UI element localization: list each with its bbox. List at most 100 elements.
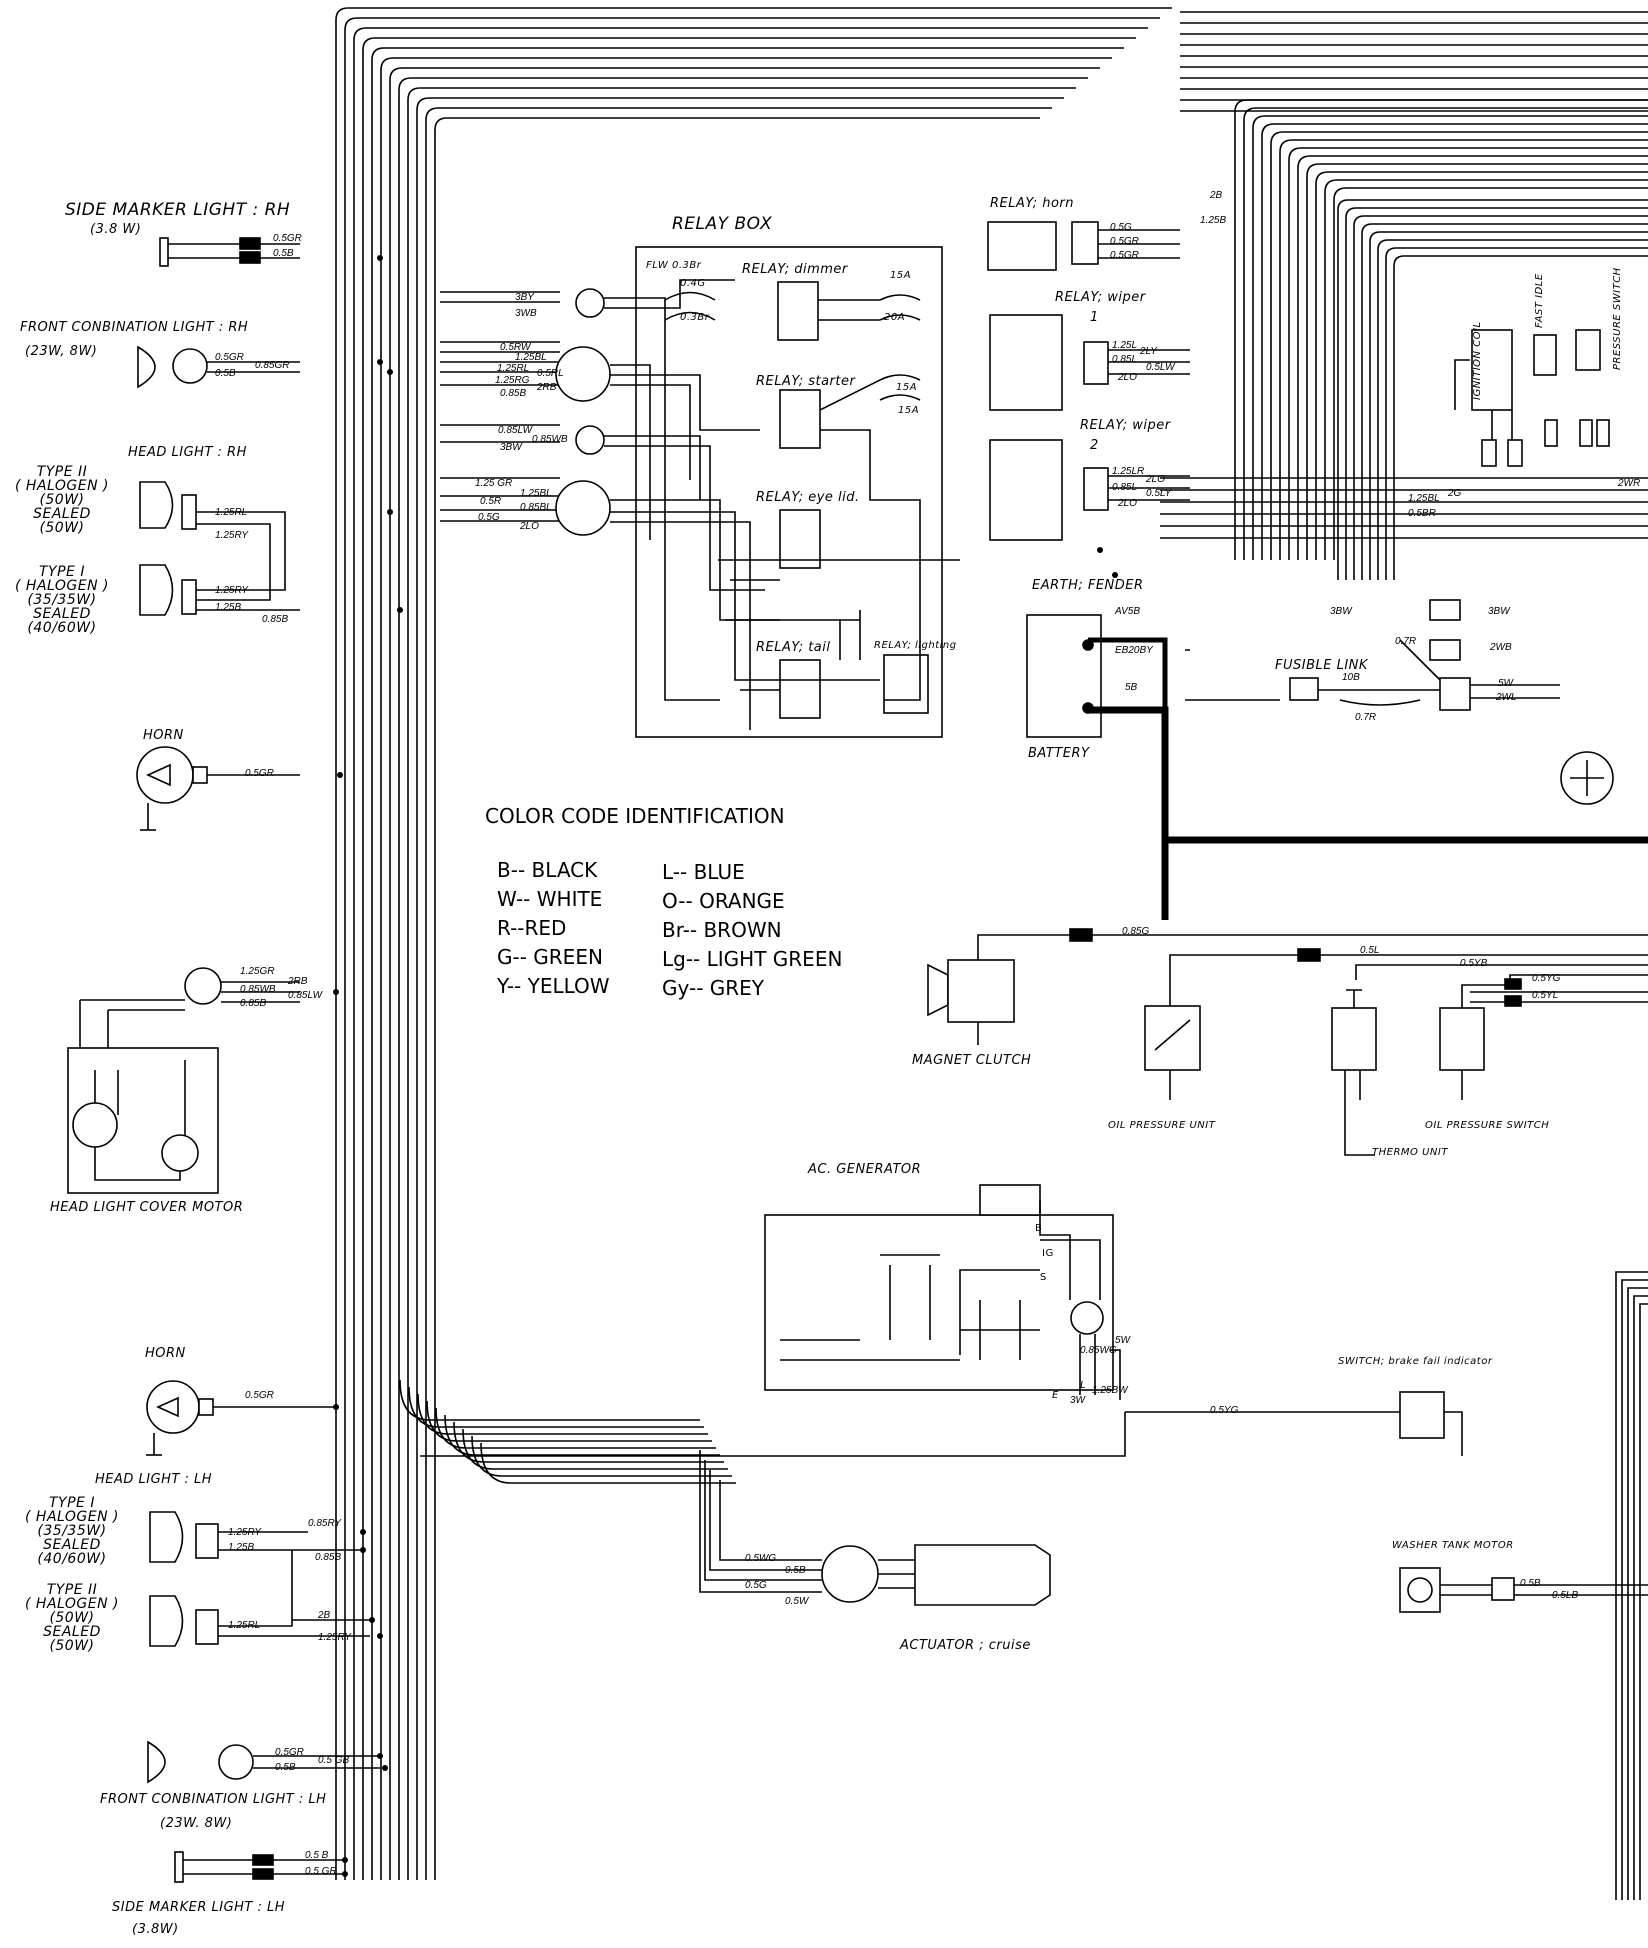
side-marker-rh-watt: (3.8 W)	[90, 222, 142, 237]
oil-pressure-unit	[1144, 948, 1648, 1100]
harness-wire	[426, 1400, 712, 1442]
wire-label: 1.25BL	[515, 352, 547, 363]
wire-label: 1.25B	[228, 1542, 255, 1553]
horn-rh-title: HORN	[143, 728, 184, 743]
wire-label: 0.85L	[1112, 354, 1138, 365]
legend-item: B-- BLACK	[497, 858, 598, 882]
ac-generator-title: AC. GENERATOR	[808, 1162, 922, 1177]
legend-item: L-- BLUE	[662, 860, 745, 884]
wire-label: 0.5G	[478, 512, 500, 523]
wire-label: 3W	[1070, 1395, 1085, 1406]
relay-box-flw: FLW 0.3Br	[646, 260, 702, 271]
brake-fail-switch	[420, 1391, 1463, 1457]
relay-wiper2-num: 2	[1090, 438, 1099, 453]
ignition-coil-label: IGNITION COIL	[1472, 321, 1483, 400]
junction-dot	[360, 1529, 366, 1535]
legend-item: W-- WHITE	[497, 887, 603, 911]
wire-label: 0.85B	[500, 388, 527, 399]
battery-title: BATTERY	[1028, 746, 1090, 761]
front-combo-lh-title: FRONT CONBINATION LIGHT : LH	[100, 1792, 327, 1807]
fusible-link-title: FUSIBLE LINK	[1275, 658, 1368, 673]
wire-label: 0.85RY	[308, 1518, 341, 1529]
harness-wire	[1288, 147, 1648, 560]
wire-label: 0.5BR	[1408, 508, 1436, 519]
front-combo-rh-title: FRONT CONBINATION LIGHT : RH	[20, 320, 249, 335]
wire-label: 0.5WG	[745, 1553, 777, 1564]
wire-label: 2LY	[1140, 346, 1157, 357]
harness-wire	[1297, 155, 1648, 560]
wire-label: 0.85G	[1122, 926, 1150, 937]
wire-label: 5B	[1125, 682, 1138, 693]
wire-label: EB20BY	[1115, 645, 1153, 656]
harness-wire	[389, 67, 1100, 1880]
junction-dot	[377, 1753, 383, 1759]
harness-wire	[434, 117, 1040, 1880]
wire-label: 0.5GR	[1110, 250, 1139, 261]
harness-wire	[1345, 207, 1648, 580]
wire-label: 0.85GR	[255, 360, 290, 371]
wire-label: 1.25RY	[215, 585, 248, 596]
horn-lh	[146, 1380, 336, 1456]
magnet-clutch	[927, 928, 1648, 1045]
wire-label: 2RB	[288, 976, 308, 987]
relay-eyelid-label: RELAY; eye lid.	[756, 490, 860, 505]
wire-label: 0.5B	[275, 1762, 296, 1773]
cover-motor-title: HEAD LIGHT COVER MOTOR	[50, 1200, 244, 1215]
harness-wire	[1306, 163, 1648, 560]
wire-label: 0.5B	[273, 248, 294, 259]
wire-label: 0.5 GR	[305, 1866, 337, 1877]
harness-wire	[1393, 255, 1648, 580]
wire-label: 0.5G	[1110, 222, 1132, 233]
oil-pressure-unit-title: OIL PRESSURE UNIT	[1108, 1120, 1216, 1131]
harness-wire	[344, 17, 1160, 1880]
harness-wire	[1369, 231, 1648, 580]
wire-label: 2G	[1448, 488, 1462, 499]
junction-dot	[1097, 547, 1103, 553]
side-marker-light-rh	[159, 237, 300, 267]
wire-label: 1.25RY	[228, 1527, 261, 1538]
relay-starter-label: RELAY; starter	[756, 374, 856, 389]
gen-b: B	[1035, 1223, 1043, 1234]
brake-switch-title: SWITCH; brake fail indicator	[1338, 1356, 1493, 1367]
wire-label: 2RB	[537, 382, 557, 393]
harness-wire	[1615, 1271, 1648, 1900]
wire-label: 1.25RL	[497, 363, 530, 374]
wire-label: 0.5RL	[537, 368, 564, 379]
fusible-link	[1289, 599, 1560, 711]
junction-dot	[387, 509, 393, 515]
top-harness-bundle	[1180, 11, 1648, 112]
harness-wire	[1633, 1295, 1648, 1900]
wire-label: 0.85WB	[240, 984, 276, 995]
harness-wire	[1337, 199, 1648, 580]
wire-label: 0.85BL	[520, 502, 552, 513]
junction-dot	[377, 359, 383, 365]
wire-label: 0.85LW	[498, 425, 533, 436]
wire-label: 3BW	[500, 442, 522, 453]
ac-generator	[764, 1184, 1121, 1400]
wire-label: 0.5 B	[305, 1850, 329, 1861]
relay-tail-label: RELAY; tail	[756, 640, 831, 655]
junction-dot	[333, 989, 339, 995]
wire-label: 3BW	[1488, 606, 1510, 617]
front-combination-light-lh	[147, 1740, 380, 1784]
oil-pressure-switch	[1439, 974, 1648, 1100]
horn-rh	[136, 746, 300, 831]
wire-label: 0.5B	[1520, 1578, 1541, 1589]
wire-label: 0.5B	[785, 1565, 806, 1576]
thermo-unit-title: THERMO UNIT	[1372, 1147, 1448, 1158]
relay-wiper-1	[989, 314, 1190, 411]
harness-wire	[407, 87, 1076, 1880]
head-light-rh-type1: TYPE I ( HALOGEN ) (35/35W) SEALED (40/6…	[15, 564, 109, 636]
wire-label: 0.5YL	[1532, 990, 1559, 1001]
wire-label: 0.85B	[315, 1552, 342, 1563]
harness-wire	[1627, 1287, 1648, 1900]
head-light-rh-type2: TYPE II ( HALOGEN ) (50W) SEALED (50W)	[15, 464, 109, 536]
harness-wire	[425, 107, 1052, 1880]
wire-label: 0.5GR	[1110, 236, 1139, 247]
wire-label: 0.85L	[1112, 482, 1138, 493]
ignition-coil	[1454, 329, 1610, 467]
wire-label: 0.5LB	[1552, 1590, 1579, 1601]
wire-label: 1.25RG	[495, 375, 530, 386]
wire-label: 0.7R	[1395, 636, 1417, 647]
legend-title: COLOR CODE IDENTIFICATION	[485, 804, 785, 828]
